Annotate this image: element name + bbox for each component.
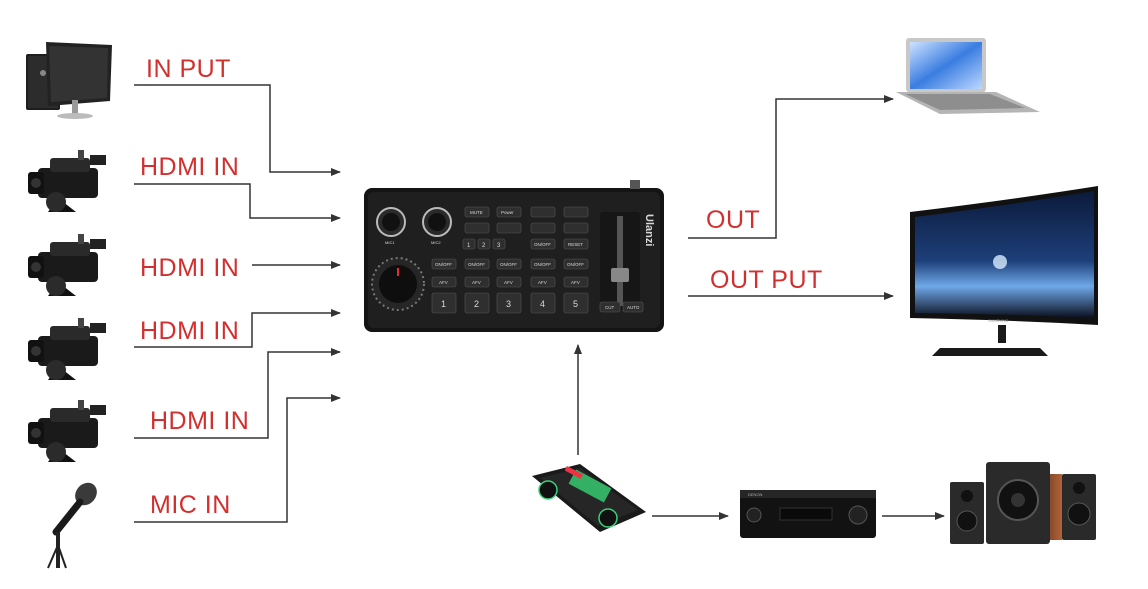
monitor-image: SAMSUNG — [910, 186, 1098, 356]
input-label-1: IN PUT — [146, 55, 231, 83]
av-receiver-image: DENON — [740, 490, 876, 538]
speakers-image — [950, 462, 1096, 544]
onoff-label-c: ON/OFF — [468, 262, 485, 267]
onoff-label-d: ON/OFF — [500, 262, 517, 267]
source-button-4-label: 4 — [540, 299, 545, 309]
output-label-2: OUT PUT — [710, 266, 823, 294]
line-output-1 — [688, 95, 894, 239]
line-input-2 — [134, 183, 341, 222]
camcorder-image-3 — [28, 318, 106, 380]
small-num-1-label: 1 — [467, 243, 471, 249]
video-switcher-device: Ulanzi MIC1 MIC2 MUTE Power 1 2 3 ON/OFF… — [364, 180, 664, 332]
small-num-2-label: 2 — [482, 243, 486, 249]
onoff-label-b: ON/OFF — [435, 262, 452, 267]
afv-label-2: AFV — [472, 280, 481, 285]
afv-label-1: AFV — [439, 280, 448, 285]
camcorder-image-1 — [28, 150, 106, 212]
line-input-1 — [134, 84, 341, 176]
desktop-computer-image — [26, 42, 112, 119]
line-input-5 — [134, 348, 341, 439]
laptop-image — [896, 38, 1040, 114]
afv-label-4: AFV — [538, 280, 547, 285]
input-label-4: HDMI IN — [140, 317, 240, 345]
audio-mixer-image — [532, 464, 646, 532]
camcorder-image-4 — [28, 400, 106, 462]
mic1-label: MIC1 — [385, 240, 395, 245]
small-num-3-label: 3 — [497, 243, 501, 249]
cut-button-label: CUT — [605, 305, 614, 310]
reset-button-label: RESET — [568, 242, 583, 247]
source-button-3-label: 3 — [506, 299, 511, 309]
switcher-brand-label: Ulanzi — [643, 214, 655, 246]
onoff-label-f: ON/OFF — [567, 262, 584, 267]
source-button-2-label: 2 — [474, 299, 479, 309]
power-button-label: Power — [501, 210, 514, 215]
auto-button-label: AUTO — [627, 305, 640, 310]
mic2-label: MIC2 — [431, 240, 441, 245]
source-button-1-label: 1 — [441, 299, 446, 309]
output-connection-lines — [574, 95, 945, 520]
afv-label-3: AFV — [504, 280, 513, 285]
monitor-brand-label: SAMSUNG — [988, 318, 1008, 323]
line-input-4 — [134, 309, 341, 348]
input-label-6: MIC IN — [150, 491, 231, 519]
input-connection-lines — [134, 84, 341, 523]
input-label-5: HDMI IN — [150, 407, 250, 435]
camcorder-image-2 — [28, 234, 106, 296]
onoff-label-e: ON/OFF — [534, 262, 551, 267]
receiver-brand-label: DENON — [748, 492, 763, 497]
source-button-5-label: 5 — [573, 299, 578, 309]
afv-label-5: AFV — [571, 280, 580, 285]
line-input-6 — [134, 394, 341, 523]
microphone-image — [47, 482, 97, 569]
onoff-label-a: ON/OFF — [534, 242, 551, 247]
input-label-2: HDMI IN — [140, 153, 240, 181]
mute-button-label: MUTE — [470, 210, 483, 215]
input-label-3: HDMI IN — [140, 254, 240, 282]
output-label-1: OUT — [706, 206, 761, 234]
